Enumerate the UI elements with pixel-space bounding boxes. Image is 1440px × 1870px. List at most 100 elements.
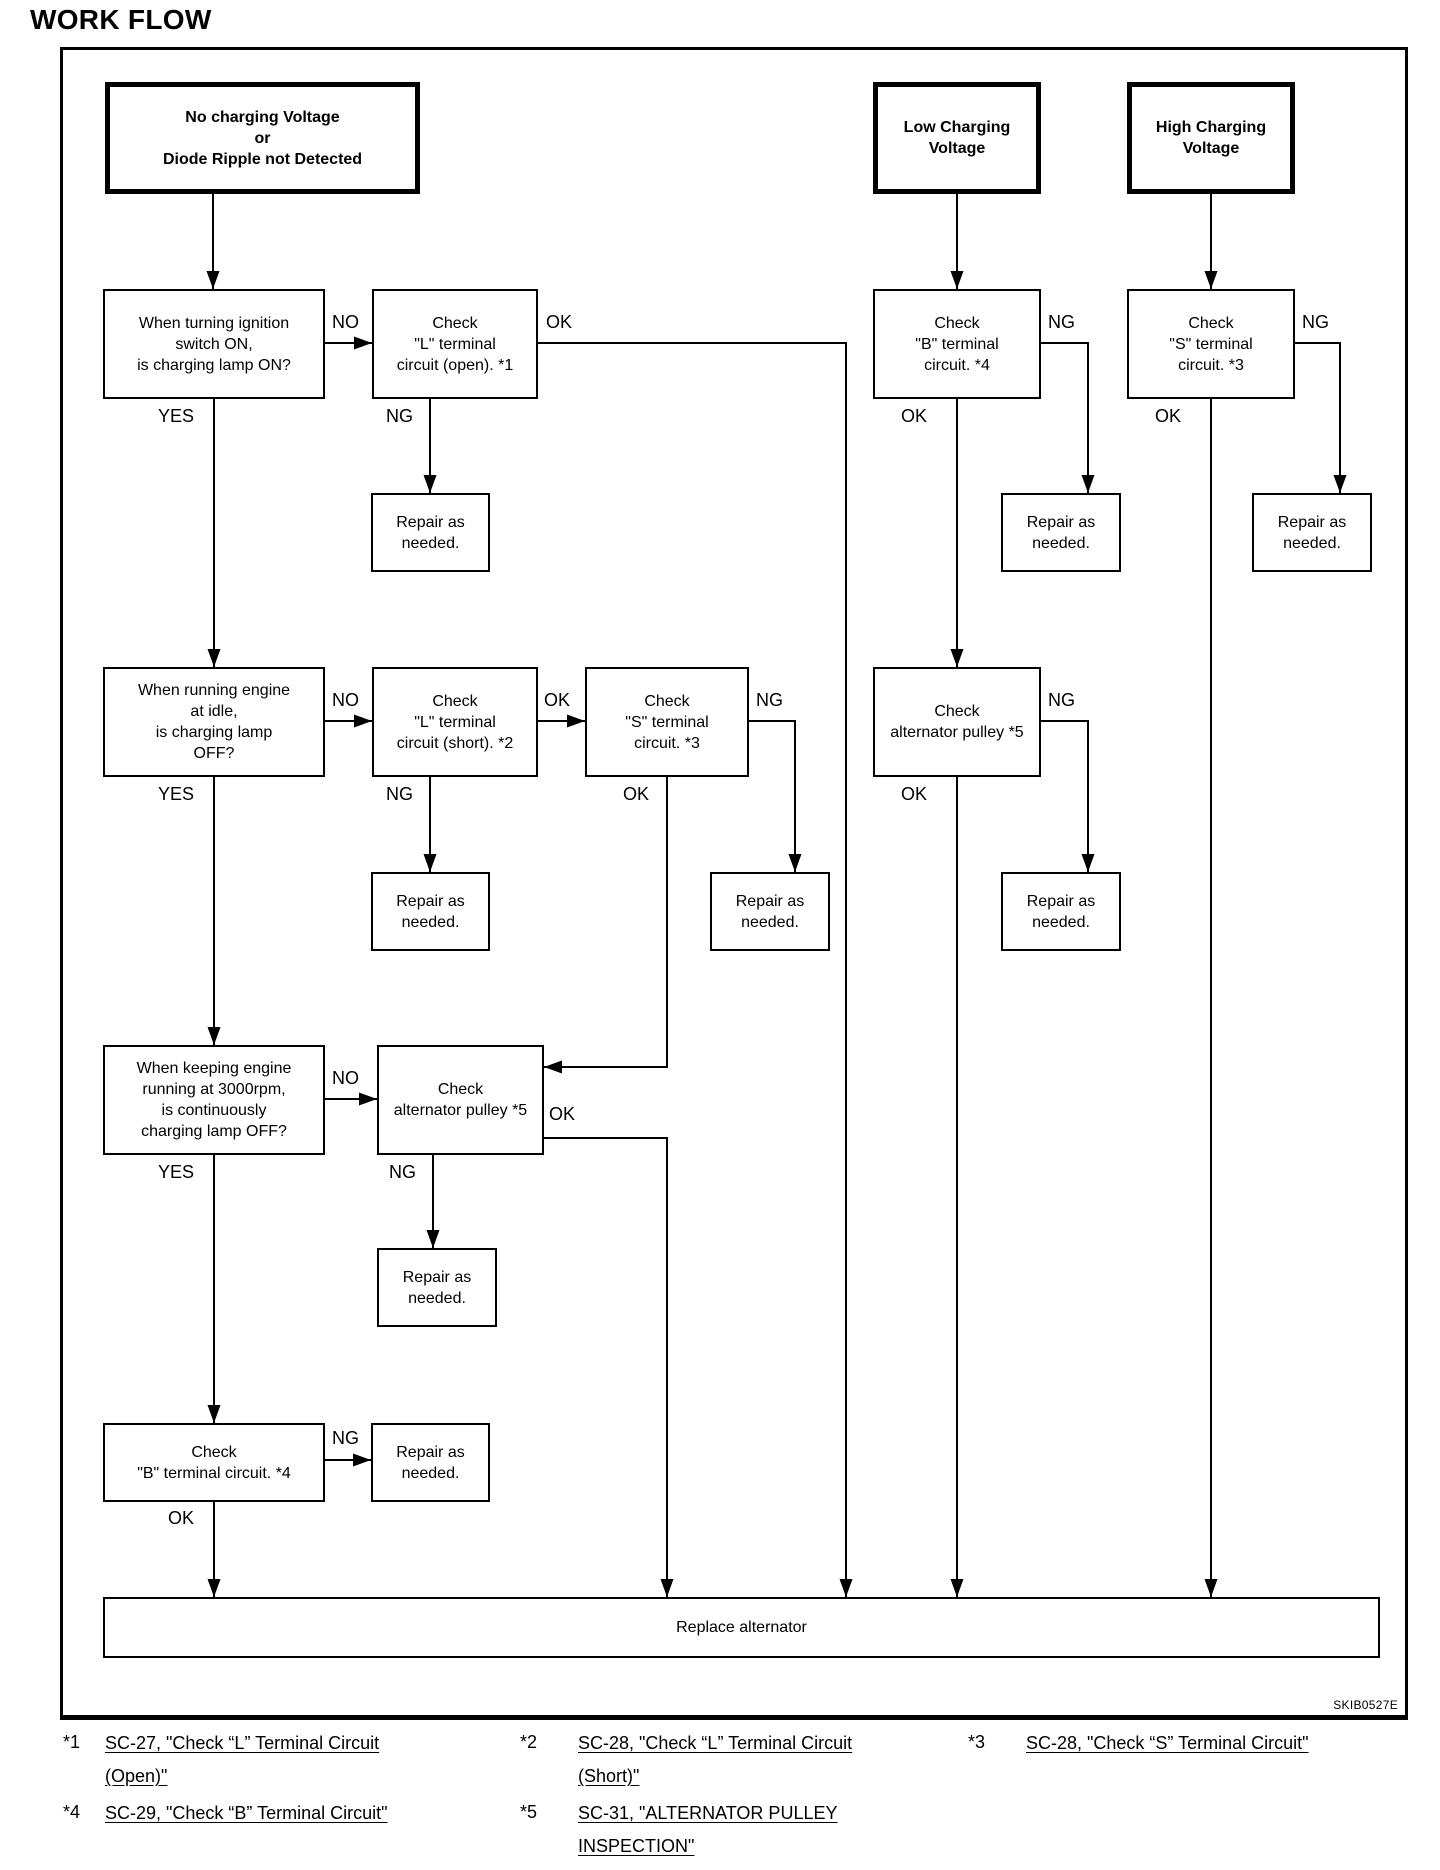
flow-node-line: No charging Voltage: [185, 108, 340, 126]
footnote-link-2-line2[interactable]: (Short)": [578, 1766, 640, 1786]
edge-label-ng: NG: [1048, 312, 1075, 332]
flow-connector-line: [1041, 342, 1089, 493]
flow-node-line: Check: [934, 314, 980, 332]
flow-node-line: needed.: [741, 913, 799, 931]
footnote-link-4-line1[interactable]: SC-29, "Check “B” Terminal Circuit": [105, 1803, 388, 1823]
footnote-link-5-line2[interactable]: INSPECTION": [578, 1836, 695, 1856]
flow-arrowhead: [423, 854, 437, 872]
flow-arrowhead: [1081, 475, 1095, 493]
flow-node-replace-alternator: Replace alternator: [103, 1597, 1380, 1658]
flow-arrowhead: [950, 271, 964, 289]
edge-label-ng: NG: [386, 406, 413, 426]
flow-node-check-b-terminal: Check "B" terminal circuit. *4: [103, 1423, 325, 1502]
flow-node-line: circuit. *3: [634, 734, 700, 752]
flow-node-line: needed.: [401, 1464, 460, 1482]
flow-node-line: "L" terminal: [414, 713, 496, 731]
flow-node-line: Repair as: [396, 892, 465, 910]
footnote-ref-5: *5: [520, 1802, 538, 1822]
footnote-link-3-line1[interactable]: SC-28, "Check “S” Terminal Circuit": [1026, 1733, 1309, 1753]
edge-label-ok: OK: [623, 784, 650, 804]
flow-node-line: charging lamp OFF?: [141, 1123, 287, 1140]
flow-node-line: circuit. *3: [1178, 356, 1244, 374]
footnote-link-5-line1[interactable]: SC-31, "ALTERNATOR PULLEY: [578, 1803, 838, 1823]
flow-connector-line: [1041, 720, 1089, 872]
edge-label-ng: NG: [332, 1428, 359, 1448]
flow-arrowhead: [839, 1579, 853, 1597]
flow-arrowhead: [1081, 854, 1095, 872]
footnote-link-1-line2[interactable]: (Open)": [105, 1766, 168, 1786]
flow-node-line: Check: [437, 1081, 484, 1098]
edge-label-ok: OK: [1155, 406, 1182, 426]
flow-node-line: at idle,: [190, 703, 238, 720]
flow-node-line: needed.: [401, 913, 460, 931]
flow-node-line: or: [254, 129, 271, 147]
flow-node-line: alternator pulley *5: [393, 1102, 528, 1119]
flow-connector-line: [544, 777, 668, 1068]
flow-arrowhead: [950, 649, 964, 667]
flow-node-line: "B" terminal circuit. *4: [137, 1464, 291, 1482]
flow-node-line: Repair as: [402, 1268, 472, 1286]
flow-node-line: Check: [644, 692, 690, 710]
flow-node-line: "L" terminal: [414, 335, 496, 353]
flow-node-line: is charging lamp ON?: [137, 356, 291, 374]
figure-code: SKIB0527E: [1333, 1698, 1398, 1712]
flow-arrowhead: [1204, 271, 1218, 289]
flow-arrowhead: [1333, 475, 1347, 493]
flow-arrowhead: [359, 1092, 377, 1106]
flow-node-line: High Charging: [1155, 119, 1267, 136]
flow-arrowhead: [207, 1579, 221, 1597]
flow-node-line: When running engine: [137, 682, 291, 699]
flow-connector-line: [544, 1137, 668, 1597]
edge-label-ok: OK: [549, 1104, 576, 1124]
flow-arrowhead: [353, 1453, 371, 1467]
edge-label-ok: OK: [901, 784, 928, 804]
flow-node-line: When keeping engine: [136, 1060, 292, 1077]
flow-node-line: running at 3000rpm,: [142, 1081, 286, 1098]
flow-node-line: "B" terminal: [915, 335, 999, 353]
flow-arrowhead: [423, 475, 437, 493]
edge-label-yes: YES: [158, 1162, 195, 1182]
flow-node-line: circuit. *4: [924, 356, 990, 374]
flow-arrowhead: [354, 714, 372, 728]
footnote-ref-4: *4: [63, 1802, 81, 1822]
flow-node-line: Low Charging: [903, 119, 1011, 136]
flow-node-q-3000rpm-lamp-off: When keeping engine running at 3000rpm, is…: [103, 1045, 325, 1155]
flow-node-line: "S" terminal: [1169, 335, 1253, 353]
edge-label-ng: NG: [756, 690, 783, 710]
flow-node-line: Check: [191, 1443, 237, 1461]
flow-arrowhead: [950, 1579, 964, 1597]
flow-node-check-alternator-pulley: Check alternator pulley *5: [377, 1045, 544, 1155]
footnote-link-1-line1[interactable]: SC-27, "Check “L” Terminal Circuit: [105, 1733, 380, 1753]
flow-arrowhead: [207, 1027, 221, 1045]
footnote-link-2-line1[interactable]: SC-28, "Check “L” Terminal Circuit: [578, 1733, 853, 1753]
flow-node-line: Check: [432, 314, 478, 332]
flow-node-check-b-terminal-low: Check "B" terminal circuit. *4: [873, 289, 1041, 399]
flow-node-line: needed.: [1032, 534, 1090, 552]
flow-arrowhead: [788, 854, 802, 872]
flow-node-line: Check: [432, 692, 478, 710]
flow-node-line: is continuously: [161, 1102, 267, 1119]
flow-node-line: Voltage: [1182, 140, 1240, 157]
flow-node-repair-4: Repair as needed.: [371, 872, 490, 951]
edge-label-ok: OK: [546, 312, 573, 332]
flow-node-line: OFF?: [193, 745, 235, 762]
edge-label-ng: NG: [1302, 312, 1329, 332]
flow-node-line: Repair as: [396, 1443, 465, 1461]
flow-node-line: Voltage: [928, 140, 986, 157]
flow-node-line: needed.: [408, 1289, 466, 1307]
edge-label-ok: OK: [901, 406, 928, 426]
flow-node-line: When turning ignition: [138, 314, 290, 332]
flow-arrowhead: [207, 649, 221, 667]
flow-arrowhead: [1204, 1579, 1218, 1597]
